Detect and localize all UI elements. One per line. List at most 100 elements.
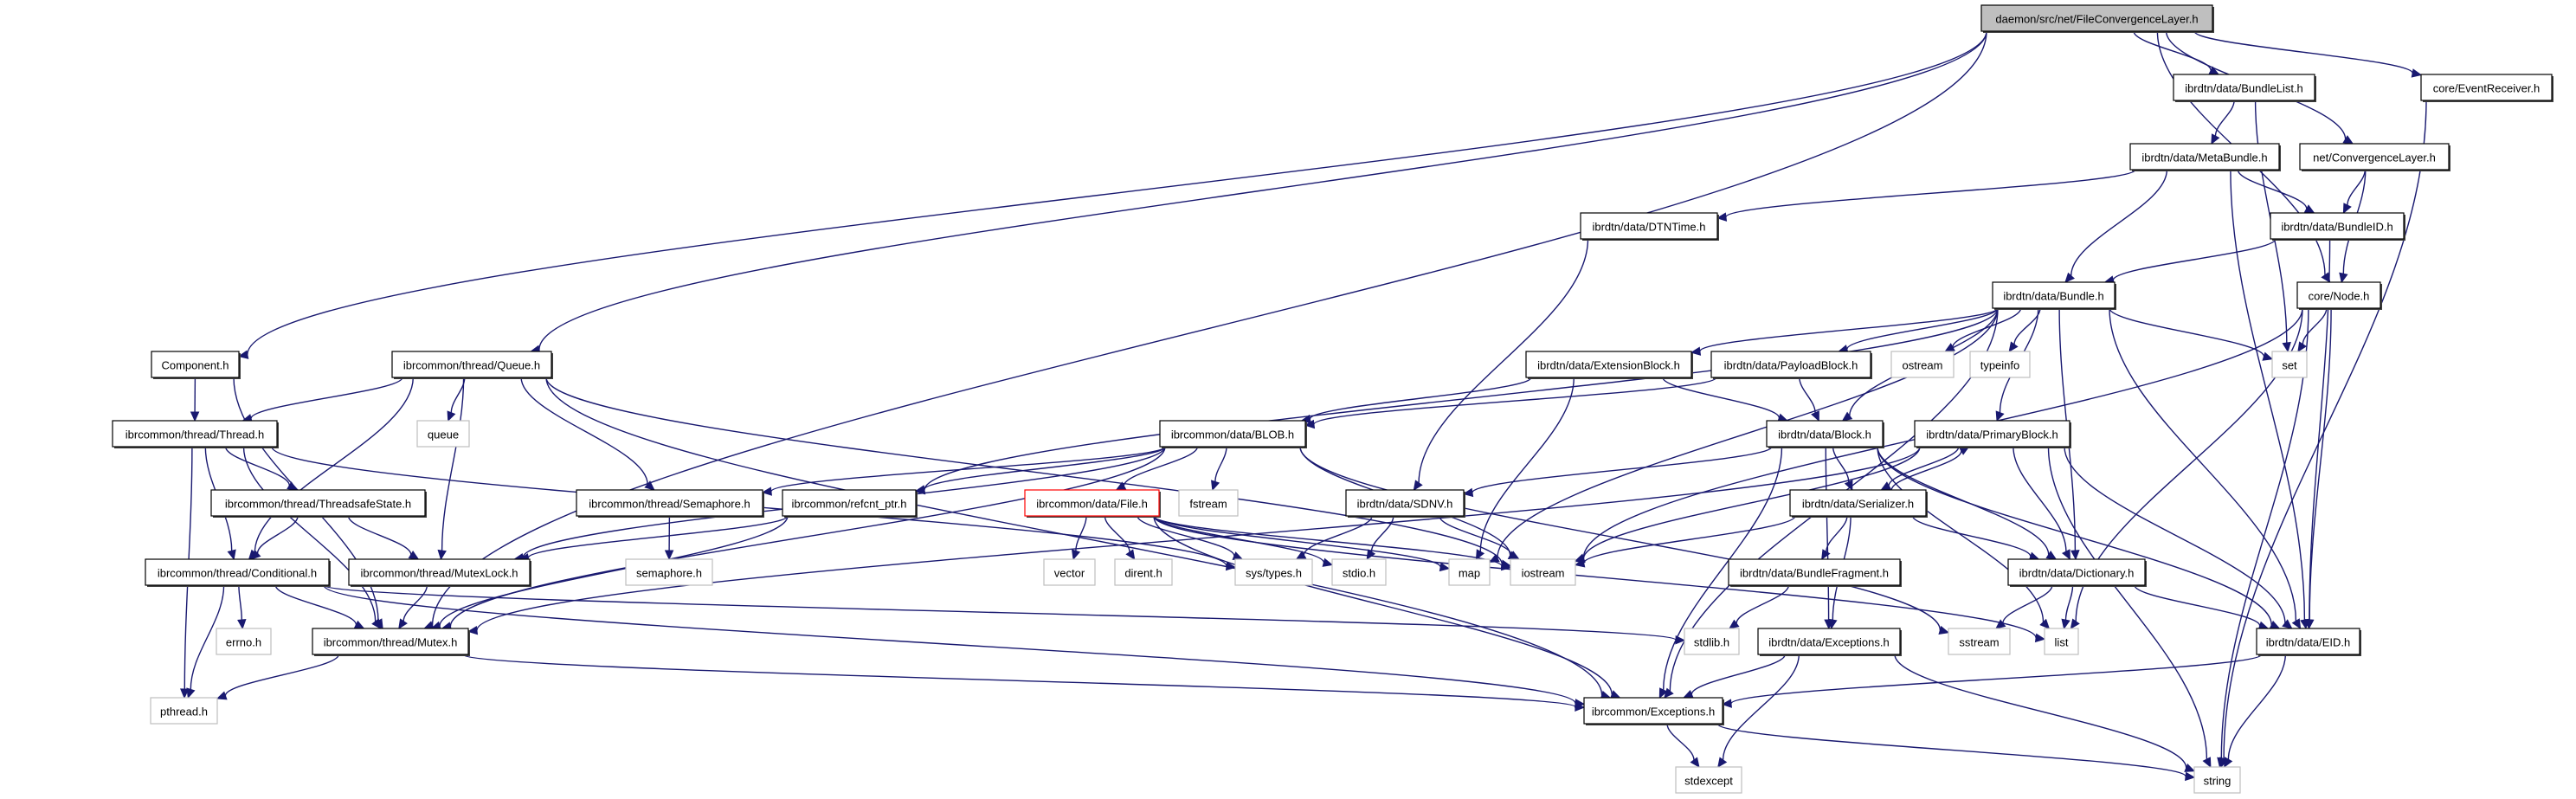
arrowhead-root-to-eventreceiver xyxy=(2411,68,2423,78)
node-box xyxy=(1583,697,1723,725)
node-box xyxy=(210,489,426,517)
node-label: core/EventReceiver.h xyxy=(2433,82,2541,95)
node-semaphore[interactable]: ibrcommon/thread/Semaphore.h xyxy=(576,489,764,518)
node-box xyxy=(782,489,917,517)
node-mutexlock[interactable]: ibrcommon/thread/MutexLock.h xyxy=(348,558,531,587)
node-label: set xyxy=(2282,359,2297,372)
node-label: sstream xyxy=(1959,636,1999,649)
edge-serializer-to-bundlefragment xyxy=(1826,515,1848,552)
node-label: queue xyxy=(428,428,459,441)
node-sdnv[interactable]: ibrdtn/data/SDNV.h xyxy=(1345,489,1465,518)
arrowhead-node-to-string xyxy=(2217,757,2226,769)
edge-mutex-to-commonexceptions xyxy=(462,654,1576,708)
edge-block-to-commonexceptions xyxy=(1663,446,1783,691)
node-label: ibrdtn/data/ExtensionBlock.h xyxy=(1537,359,1680,372)
arrowhead-queue-to-mutexlock xyxy=(437,549,447,561)
node-block[interactable]: ibrdtn/data/Block.h xyxy=(1766,420,1884,448)
arrowhead-node-to-eid xyxy=(2304,619,2315,630)
node-payloadblock[interactable]: ibrdtn/data/PayloadBlock.h xyxy=(1710,351,1872,379)
node-typeinfo: typeinfo xyxy=(1969,351,2031,378)
node-label: ostream xyxy=(1903,359,1943,372)
edge-commonexceptions-to-string xyxy=(1716,723,2186,777)
node-label: dirent.h xyxy=(1124,567,1162,580)
node-label: ibrdtn/data/DTNTime.h xyxy=(1592,221,1705,234)
node-bundlefragment[interactable]: ibrdtn/data/BundleFragment.h xyxy=(1728,558,1902,587)
arrowhead-payloadblock-to-blob xyxy=(1304,419,1316,429)
arrowhead-dtnexceptions-to-stdexcept xyxy=(1717,757,1728,768)
arrowhead-bundle-to-eid xyxy=(2291,618,2302,630)
node-metabundle[interactable]: ibrdtn/data/MetaBundle.h xyxy=(2129,143,2281,171)
arrowhead-serializer-to-iostream xyxy=(1574,558,1586,568)
node-box xyxy=(1684,628,1740,655)
node-ostream: ostream xyxy=(1890,351,1955,378)
node-thread[interactable]: ibrcommon/thread/Thread.h xyxy=(112,420,279,448)
edge-block-to-dtnexceptions xyxy=(1825,446,1830,621)
node-label: ibrcommon/Exceptions.h xyxy=(1592,706,1715,718)
node-queue_std: queue xyxy=(416,420,470,448)
node-label: core/Node.h xyxy=(2309,290,2370,303)
node-extensionblock[interactable]: ibrdtn/data/ExtensionBlock.h xyxy=(1525,351,1693,379)
node-eid[interactable]: ibrdtn/data/EID.h xyxy=(2256,628,2361,656)
node-box xyxy=(2129,143,2280,171)
arrowhead-block-to-list xyxy=(2039,618,2051,629)
node-box xyxy=(1980,4,2213,32)
node-blob[interactable]: ibrcommon/data/BLOB.h xyxy=(1159,420,1307,448)
arrowhead-dtntime-to-sdnv xyxy=(1413,480,1423,492)
edge-threadsafestate-to-mutexlock xyxy=(347,515,412,555)
node-label: sys/types.h xyxy=(1246,567,1302,580)
edge-serializer-to-iostream xyxy=(1583,515,1796,564)
arrowhead-metabundle-to-bundle xyxy=(2064,272,2076,283)
node-dtntime[interactable]: ibrdtn/data/DTNTime.h xyxy=(1580,212,1719,241)
node-conditional[interactable]: ibrcommon/thread/Conditional.h xyxy=(145,558,331,587)
node-commonexceptions[interactable]: ibrcommon/Exceptions.h xyxy=(1583,697,1724,725)
edge-sdnv-to-stdio xyxy=(1370,515,1394,552)
node-bundle[interactable]: ibrdtn/data/Bundle.h xyxy=(1992,281,2116,310)
node-dictionary[interactable]: ibrdtn/data/Dictionary.h xyxy=(2007,558,2147,587)
node-box xyxy=(2173,74,2315,101)
node-convergencelayer[interactable]: net/ConvergenceLayer.h xyxy=(2299,143,2450,171)
node-component[interactable]: Component.h xyxy=(151,351,241,379)
edge-block-to-list xyxy=(1877,446,2045,622)
node-box xyxy=(1024,489,1160,517)
arrowhead-file-to-list xyxy=(2034,633,2046,643)
node-box xyxy=(2299,143,2450,171)
edge-metabundle-to-eid xyxy=(2230,169,2306,621)
node-box xyxy=(1178,489,1239,517)
node-box xyxy=(1114,558,1173,586)
node-mutex[interactable]: ibrcommon/thread/Mutex.h xyxy=(312,628,470,656)
node-root[interactable]: daemon/src/net/FileConvergenceLayer.h xyxy=(1980,4,2214,33)
node-queue[interactable]: ibrcommon/thread/Queue.h xyxy=(391,351,553,379)
arrowhead-mutexlock-to-mutex xyxy=(398,618,408,630)
node-label: ibrdtn/data/BundleID.h xyxy=(2281,221,2392,234)
node-stdexcept: stdexcept xyxy=(1675,766,1742,794)
node-file[interactable]: ibrcommon/data/File.h xyxy=(1024,489,1161,518)
node-bundleid[interactable]: ibrdtn/data/BundleID.h xyxy=(2270,212,2405,241)
edge-bundlefragment-to-stdlib xyxy=(1736,584,1790,624)
edge-convergencelayer-to-bundleid xyxy=(2347,169,2366,206)
arrowhead-serializer-to-bundlefragment xyxy=(1821,549,1831,561)
node-eventreceiver[interactable]: core/EventReceiver.h xyxy=(2420,74,2553,102)
node-threadsafestate[interactable]: ibrcommon/thread/ThreadsafeState.h xyxy=(210,489,427,518)
node-dtnexceptions[interactable]: ibrdtn/data/Exceptions.h xyxy=(1757,628,1902,656)
node-node[interactable]: core/Node.h xyxy=(2296,281,2382,310)
edge-metabundle-to-bundleid xyxy=(2237,169,2308,209)
node-refcnt[interactable]: ibrcommon/refcnt_ptr.h xyxy=(782,489,918,518)
node-label: ibrdtn/data/Block.h xyxy=(1778,428,1871,441)
arrowhead-node-to-list xyxy=(2070,618,2080,629)
node-box xyxy=(2296,281,2381,309)
edge-mutexlock-to-mutex xyxy=(402,584,428,622)
arrowhead-file-to-map xyxy=(1439,562,1451,572)
node-bundlelist[interactable]: ibrdtn/data/BundleList.h xyxy=(2173,74,2316,102)
edge-extensionblock-to-blob xyxy=(1309,377,1532,420)
edge-primaryblock-to-iostream xyxy=(1582,446,1921,559)
node-systypes: sys/types.h xyxy=(1234,558,1313,586)
node-box xyxy=(1757,628,1901,655)
edge-file-to-vector xyxy=(1075,515,1087,551)
node-box xyxy=(391,351,552,378)
edge-dictionary-to-eid xyxy=(2134,584,2261,627)
node-primaryblock[interactable]: ibrdtn/data/PrimaryBlock.h xyxy=(1914,420,2071,448)
node-serializer[interactable]: ibrdtn/data/Serializer.h xyxy=(1789,489,1928,518)
arrowhead-block-to-dictionary xyxy=(2045,550,2058,560)
edge-file-to-list xyxy=(1153,515,2037,639)
